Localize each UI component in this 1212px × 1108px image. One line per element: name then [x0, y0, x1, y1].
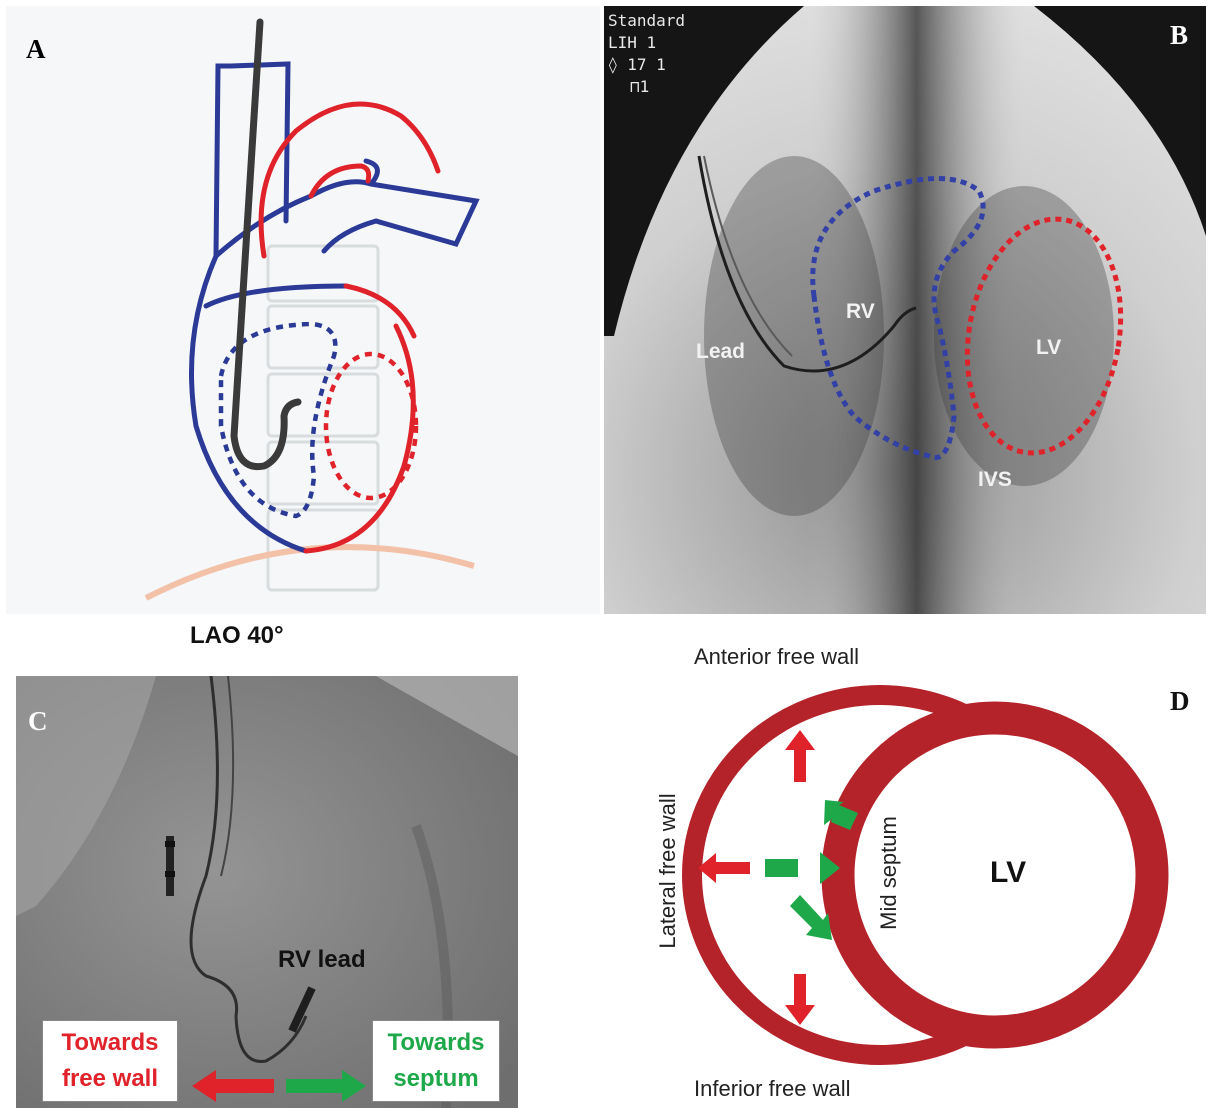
panel-c: C RV lead Towards free wall Towards sept…	[16, 676, 518, 1108]
red-arrow-down-icon	[785, 974, 815, 1025]
cross-section-diagram	[610, 630, 1210, 1108]
panel-a: A	[6, 6, 600, 614]
overlay-line-3: ◊ 17 1	[608, 54, 685, 76]
lv-label: LV	[990, 856, 1026, 890]
red-arrow-up-icon	[785, 730, 815, 782]
red-arrow-left-icon-d	[698, 853, 750, 883]
inferior-free-wall-label: Inferior free wall	[694, 1076, 851, 1102]
panel-b-letter: B	[1170, 20, 1188, 51]
view-label: LAO 40°	[190, 622, 284, 650]
label-lead: Lead	[696, 340, 745, 364]
overlay-line-2: LIH 1	[608, 32, 685, 54]
fluoro-overlay-text: Standard LIH 1 ◊ 17 1 ⊓1	[608, 10, 685, 98]
overlay-line-4: ⊓1	[608, 76, 685, 98]
lateral-free-wall-label: Lateral free wall	[655, 771, 681, 971]
lv-cavity-dashed	[326, 354, 416, 498]
label-lv: LV	[1036, 336, 1061, 360]
panel-d: Anterior free wall D Lateral free wall M…	[610, 630, 1210, 1108]
heart-schematic	[6, 6, 600, 614]
overlay-line-1: Standard	[608, 10, 685, 32]
panel-a-letter: A	[26, 34, 46, 65]
green-arrow-right-icon-d	[765, 859, 798, 877]
mid-septum-label: Mid septum	[876, 808, 902, 938]
green-arrow-right-icon	[286, 1070, 366, 1102]
fluoroscopy-image	[604, 6, 1206, 614]
direction-arrows	[16, 676, 518, 1108]
label-ivs: IVS	[978, 468, 1012, 492]
red-arrow-left-icon	[192, 1070, 274, 1102]
panel-b: Standard LIH 1 ◊ 17 1 ⊓1 B Lead RV LV IV…	[604, 6, 1206, 614]
label-rv: RV	[846, 300, 875, 324]
